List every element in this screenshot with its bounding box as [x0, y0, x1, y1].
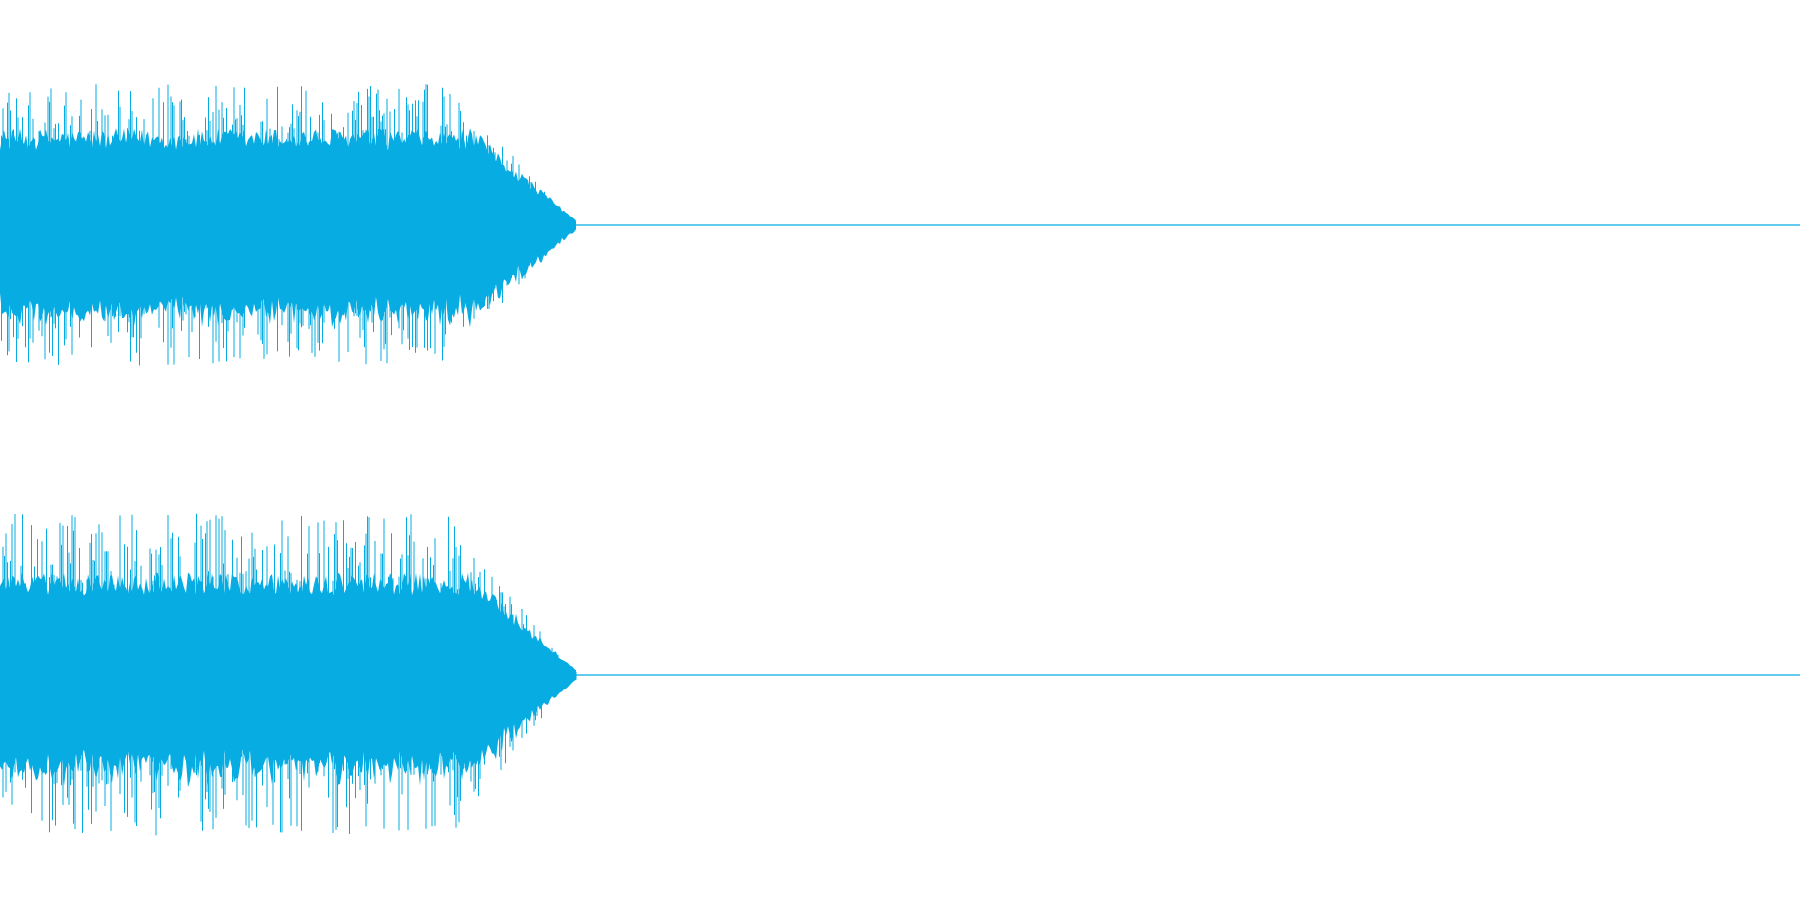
- channel-2-waveform: [0, 513, 1800, 836]
- channel-1-waveform: [0, 84, 1800, 366]
